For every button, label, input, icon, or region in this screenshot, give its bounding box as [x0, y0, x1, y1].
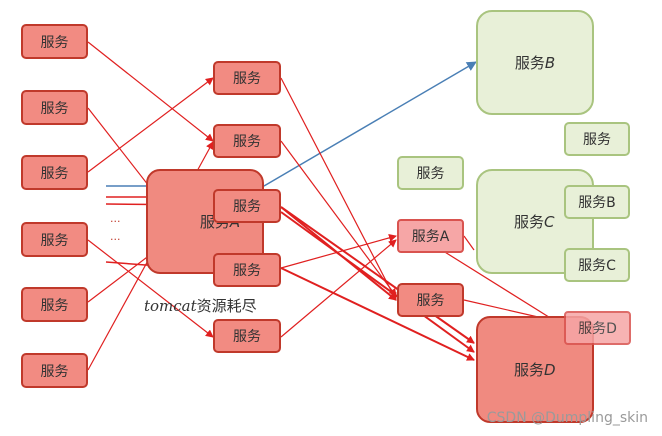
- left-service-2: 服务: [21, 90, 88, 125]
- node-label: 服务: [583, 132, 611, 148]
- arrow: [280, 239, 397, 338]
- mid-service-2: 服务: [213, 124, 281, 158]
- node-label: 服务: [416, 293, 445, 309]
- mid-service-3: 服务: [213, 189, 281, 223]
- arrow: [87, 77, 214, 173]
- service-d-label: 服务D: [514, 361, 556, 379]
- green-side-c: 服务C: [564, 248, 630, 282]
- service-a: 服务A: [397, 219, 464, 253]
- left-service-6: 服务: [21, 353, 88, 388]
- pink-service-d: 服务D: [564, 311, 631, 345]
- left-service-4: 服务: [21, 222, 88, 257]
- green-side-b: 服务B: [564, 185, 630, 219]
- node-label: 服务: [40, 34, 69, 51]
- service-c-label: 服务C: [514, 213, 555, 231]
- node-label: 服务: [40, 165, 69, 182]
- arrow: [280, 234, 397, 269]
- node-label: 服务: [40, 100, 69, 117]
- arrow: [463, 235, 475, 251]
- ellipsis-2: ...: [110, 230, 121, 243]
- arrow: [280, 77, 397, 301]
- left-service-5: 服务: [21, 287, 88, 322]
- arrow: [87, 41, 214, 142]
- node-label: 服务: [233, 199, 261, 215]
- left-service-1: 服务: [21, 24, 88, 59]
- watermark: CSDN @Dumpling_skin: [486, 410, 648, 426]
- service-b-label: 服务B: [514, 54, 556, 72]
- node-label: 服务: [40, 232, 69, 249]
- node-label: 服务: [416, 166, 445, 182]
- arrow: [280, 206, 475, 344]
- arrow: [87, 239, 214, 338]
- mid-service-1: 服务: [213, 61, 281, 95]
- node-label: 服务: [233, 329, 261, 345]
- arrow: [439, 248, 561, 325]
- node-label: 服务C: [578, 258, 616, 274]
- node-label: 服务: [233, 71, 261, 87]
- mid-service-5: 服务: [213, 319, 281, 353]
- node-label: 服务B: [578, 195, 616, 211]
- ellipsis-1: ...: [110, 212, 121, 225]
- node-label: 服务: [233, 263, 261, 279]
- node-label: 服务: [40, 297, 69, 314]
- left-service-3: 服务: [21, 155, 88, 190]
- node-label: 服务: [40, 363, 69, 380]
- arrow: [280, 211, 475, 353]
- node-label: 服务D: [578, 321, 617, 337]
- arrow: [280, 140, 397, 297]
- green-side-top: 服务: [564, 122, 630, 156]
- service-green-small: 服务: [397, 156, 464, 190]
- mid-service-4: 服务: [213, 253, 281, 287]
- arrow: [280, 267, 475, 361]
- service-b: 服务B: [476, 10, 594, 115]
- node-label: 服务A: [411, 229, 450, 245]
- service-plain-right: 服务: [397, 283, 464, 317]
- tomcat-caption: tomcat资源耗尽: [144, 297, 257, 315]
- node-label: 服务: [233, 134, 261, 150]
